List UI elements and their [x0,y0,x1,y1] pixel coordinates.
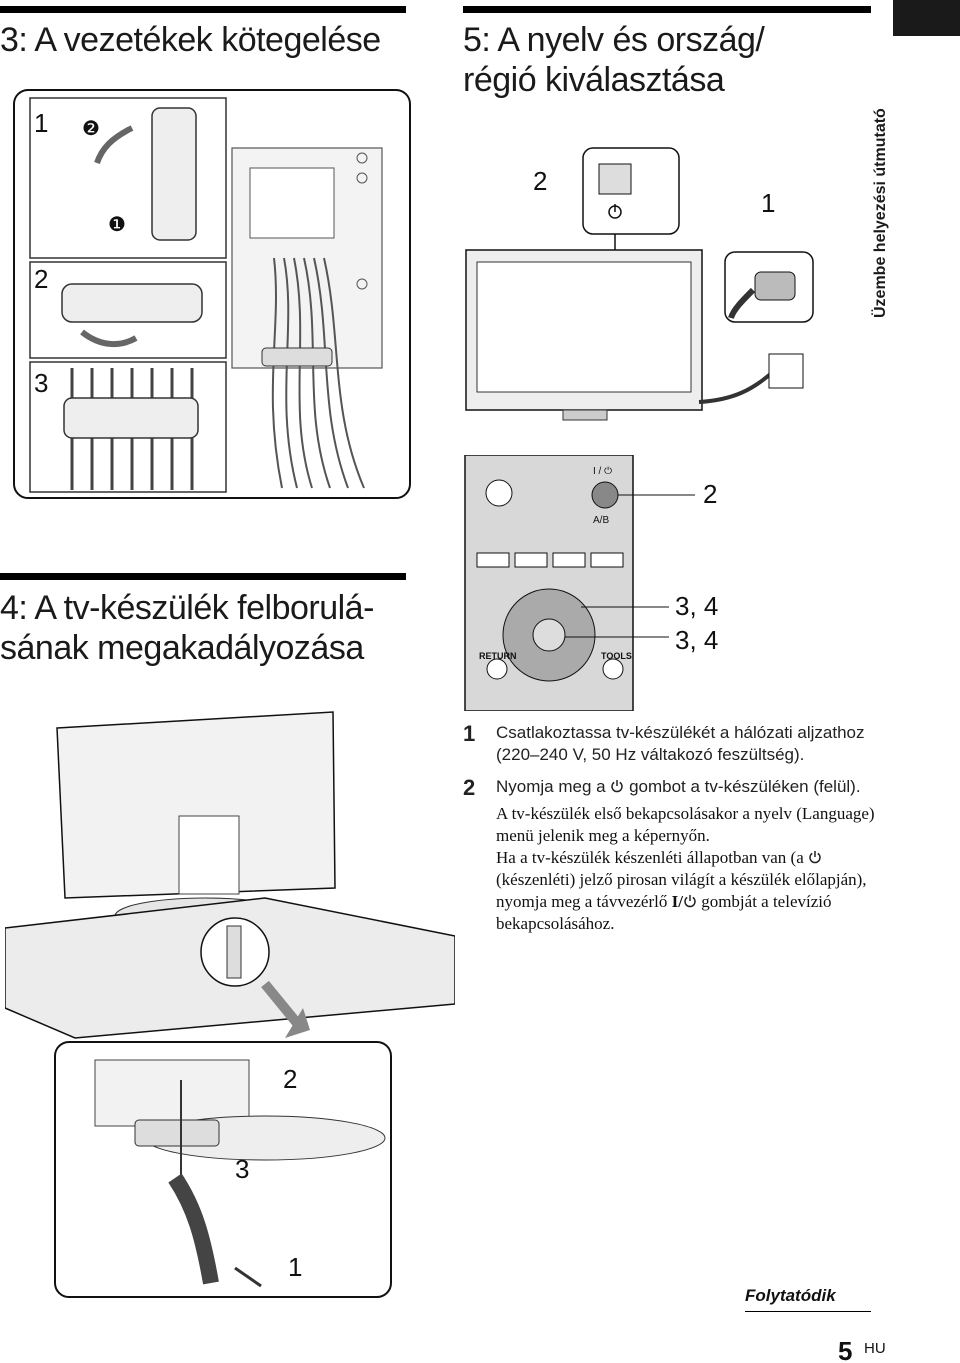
anti-tip-figure: 2 3 1 [4,708,456,1303]
callout-plug-1: 1 [761,188,776,218]
remote-figure: I / ⏻ A/B RETURN TOOLS 2 3, 4 3, 4 [463,454,731,712]
step-text: Nyomja meg a gombot a tv-készüléken (fel… [496,777,861,796]
callout-remote-nav-a: 3, 4 [675,591,719,621]
side-section-label: Üzembe helyezési útmutató [872,108,889,318]
section5-rule [463,6,871,13]
continued-underline [745,1311,871,1312]
remote-tools-label: TOOLS [601,651,632,661]
step-note-standby: Ha a tv-készülék készenléti állapotban v… [496,848,867,933]
power-icon [809,851,821,864]
remote-ab-label: A/B [593,515,610,526]
step-text: Csatlakoztassa tv-készülékét a hálózati … [496,723,865,764]
step-number: 2 [463,775,476,800]
callout-screw-2: 2 [283,1064,298,1094]
tv-power-illustration [465,147,814,421]
step-2: 2 Nyomja meg a gombot a tv-készüléken (f… [463,775,883,935]
callout-marker-2: ❷ [82,118,100,140]
power-icon [611,780,624,793]
callout-wood-screw-1: 1 [288,1252,303,1282]
anti-tip-illustration [4,711,456,1298]
remote-power-label: I / ⏻ [593,466,613,477]
remote-return-label: RETURN [479,651,517,661]
step-1: 1 Csatlakoztassa tv-készülékét a hálózat… [463,721,883,766]
callout-remote-power: 2 [703,479,718,509]
callout-step-3: 3 [34,368,49,398]
section5-title: 5: A nyelv és ország/ régió kiválasztása [463,21,765,99]
cable-bundling-figure: 1 ❷ ❶ 2 3 [12,88,412,500]
section4-rule [0,573,406,580]
continued-label: Folytatódik [745,1286,836,1305]
section3-rule [0,6,406,13]
callout-step-2: 2 [34,264,49,294]
callout-marker-1: ❶ [108,214,126,236]
page-language: HU [864,1340,886,1357]
cable-bundling-illustration [13,89,411,499]
section4-title: 4: A tv-készülék felborulá- sának megaka… [0,589,374,667]
tv-power-figure: 2 1 [463,140,823,430]
section3-title: 3: A vezetékek kötegelése [0,21,381,59]
side-tab-marker [893,0,960,36]
instruction-steps: 1 Csatlakoztassa tv-készülékét a hálózat… [463,721,883,943]
callout-remote-nav-b: 3, 4 [675,625,719,655]
callout-tv-button-2: 2 [533,166,548,196]
step-number: 1 [463,721,476,746]
step-note-first-power-on: A tv-készülék első bekapcsolásakor a nye… [496,804,875,845]
callout-step-1: 1 [34,108,49,138]
remote-illustration [464,454,695,712]
page-number: 5 [838,1336,853,1363]
callout-strap-3: 3 [235,1154,250,1184]
power-icon [684,895,696,908]
